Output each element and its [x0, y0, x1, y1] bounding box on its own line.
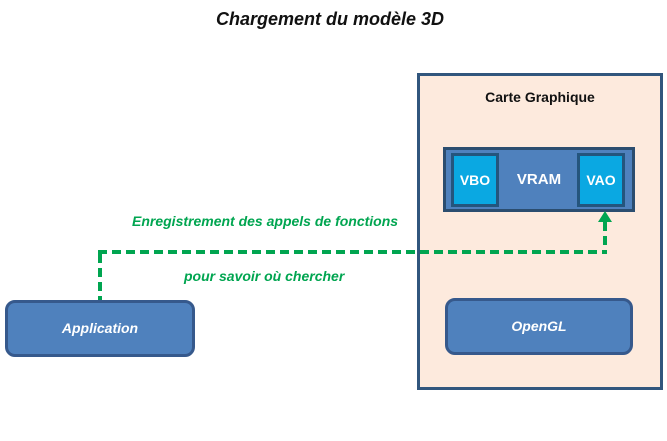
- vbo-box: VBO: [451, 153, 499, 207]
- opengl-node: OpenGL: [445, 298, 633, 355]
- graphics-card-label: Carte Graphique: [485, 89, 595, 105]
- graphics-card-box: Carte Graphique VRAM VBO VAO OpenGL: [417, 73, 663, 390]
- arrow-segment-vertical-to-vao: [603, 222, 607, 250]
- vao-box: VAO: [577, 153, 625, 207]
- arrow-segment-vertical-from-application: [98, 254, 102, 300]
- vram-label: VRAM: [516, 171, 562, 188]
- arrow-segment-horizontal: [98, 250, 607, 254]
- vram-box: VRAM VBO VAO: [443, 147, 635, 212]
- arrow-label-bottom: pour savoir où chercher: [184, 268, 345, 284]
- arrowhead-up-icon: [598, 211, 612, 222]
- arrow-label-top: Enregistrement des appels de fonctions: [132, 213, 399, 229]
- diagram-title: Chargement du modèle 3D: [215, 9, 445, 29]
- application-node: Application: [5, 300, 195, 357]
